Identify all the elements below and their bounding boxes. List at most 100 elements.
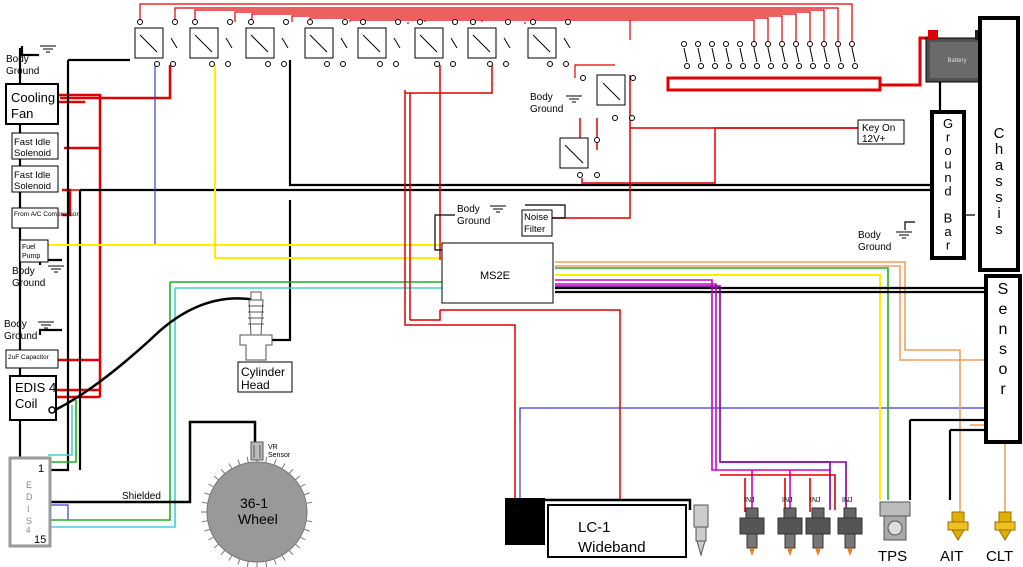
- groundbar-text-char: r: [946, 130, 951, 145]
- groundbar-text-char: a: [944, 224, 952, 239]
- edis-coil-label-2: Coil: [15, 396, 38, 411]
- tps-label: TPS: [878, 548, 907, 565]
- relay-row: [134, 19, 571, 67]
- chassis-text-char: a: [995, 157, 1004, 174]
- cooling-fan-label-1: Cooling: [11, 90, 55, 105]
- fuel-pump: Fuel Pump: [19, 239, 49, 263]
- fuel-pump-label-2: Pump: [22, 253, 40, 260]
- edis-pin-1: 1: [38, 463, 44, 475]
- fast-idle-solenoid-1: Fast Idle Solenoid: [11, 132, 59, 160]
- fuse-terminal: [737, 41, 746, 69]
- fuel-injector: INJ: [837, 497, 863, 556]
- body-ground-noise-label-2: Ground: [457, 216, 490, 227]
- fuel-injector: INJ: [739, 497, 765, 556]
- edis-pin-15: 15: [34, 534, 46, 546]
- o2-sensor: [693, 504, 709, 557]
- body-ground-right-label-1: Body: [858, 230, 881, 241]
- body-ground-label-1: Body: [6, 54, 29, 65]
- relay: [304, 19, 348, 67]
- ait-sensor: AIT: [940, 511, 969, 565]
- ms2e-label: MS2E: [480, 270, 510, 282]
- body-ground-cap-label-2: Ground: [4, 331, 37, 342]
- fuel-pump-label-1: Fuel: [22, 244, 36, 251]
- capacitor: 2uF Capacitor: [5, 349, 59, 369]
- fuel-injector: INJ: [805, 497, 831, 556]
- fuel-injector: INJ: [777, 497, 803, 556]
- edis-coil-label-1: EDIS 4: [15, 380, 56, 395]
- groundbar-text-char: o: [944, 143, 951, 158]
- injector-label: INJ: [782, 497, 793, 504]
- body-ground-fuel-label-2: Ground: [12, 278, 45, 289]
- wheel-label-2: Wheel: [238, 511, 278, 527]
- relay: [527, 19, 571, 67]
- ait-label: AIT: [940, 548, 963, 565]
- groundbar-text-char: r: [946, 238, 951, 253]
- groundbar-text-char: u: [944, 157, 951, 172]
- chassis-text-char: h: [995, 141, 1003, 158]
- noise-filter: Noise Filter: [521, 209, 553, 237]
- relay: [134, 19, 178, 67]
- cylinder-head-label-2: Head: [241, 378, 270, 392]
- chassis-text-char: s: [995, 173, 1003, 190]
- sensor-text-char: r: [1000, 381, 1006, 398]
- fuse-terminal: [695, 41, 704, 69]
- edis-letter-d: D: [26, 492, 33, 502]
- fuse-terminal: [849, 41, 858, 69]
- relay-center-1: [580, 74, 636, 121]
- body-ground-right-label-2: Ground: [858, 242, 891, 253]
- fast-idle-1-label-1: Fast Idle: [14, 137, 50, 148]
- cooling-fan-label-2: Fan: [11, 106, 33, 121]
- edis-letter-4: 4: [26, 526, 31, 535]
- edis-letter-e: E: [26, 480, 32, 490]
- groundbar-text-char: n: [944, 170, 951, 185]
- wheel-label-1: 36-1: [240, 495, 268, 511]
- sensor-text-char: S: [998, 281, 1009, 298]
- body-ground-relay-label-1: Body: [530, 92, 553, 103]
- key-on-label-1: Key On: [862, 123, 895, 134]
- relay: [357, 19, 401, 67]
- fuse-terminal: [821, 41, 830, 69]
- edis-coil: EDIS 4 Coil: [9, 375, 57, 421]
- relay-center-2: [559, 137, 600, 178]
- sensor-text-char: e: [999, 301, 1008, 318]
- lc1-label-1: LC-1: [578, 519, 611, 536]
- body-ground-noise: Body Ground: [457, 204, 506, 227]
- battery-label: Battery: [947, 58, 966, 64]
- fuse-terminal: [779, 41, 788, 69]
- body-ground-relay: Body Ground: [530, 92, 582, 115]
- body-ground-right: Body Ground: [858, 230, 912, 253]
- vr-sensor-label-2: Sensor: [268, 452, 291, 459]
- body-ground-relay-label-2: Ground: [530, 104, 563, 115]
- body-ground-cap: Body Ground: [4, 319, 54, 342]
- chassis-text-char: s: [995, 221, 1003, 238]
- groundbar-text-char: d: [944, 184, 951, 199]
- body-ground-top: Body Ground: [6, 45, 56, 77]
- sensor-text-char: n: [999, 321, 1008, 338]
- lc1-label-2: Wideband: [578, 539, 646, 556]
- body-ground-cap-label-1: Body: [4, 319, 27, 330]
- sensor-text-char: o: [999, 361, 1008, 378]
- fuse-terminal: [793, 41, 802, 69]
- fuse-terminal: [681, 41, 690, 69]
- body-ground-noise-label-1: Body: [457, 204, 480, 215]
- fuse-terminal: [709, 41, 718, 69]
- fast-idle-solenoid-2: Fast Idle Solenoid: [11, 165, 59, 193]
- wire-layer: [18, 3, 1006, 528]
- injector-label: INJ: [744, 497, 755, 504]
- fuse-terminal: [765, 41, 774, 69]
- fuse-terminal: [807, 41, 816, 69]
- edis-module: 1 E D I S 4 15: [8, 456, 52, 548]
- sensor-text-char: s: [999, 341, 1007, 358]
- relay: [245, 19, 289, 67]
- spark-plug: [239, 291, 273, 361]
- body-ground-label-2: Ground: [6, 66, 39, 77]
- cooling-fan: Cooling Fan: [5, 83, 59, 125]
- injector-label: INJ: [842, 497, 853, 504]
- edis-letter-s: S: [26, 516, 32, 526]
- capacitor-label: 2uF Capacitor: [8, 354, 50, 361]
- fast-idle-1-label-2: Solenoid: [14, 148, 51, 159]
- fast-idle-2-label-1: Fast Idle: [14, 170, 50, 181]
- relay: [414, 19, 458, 67]
